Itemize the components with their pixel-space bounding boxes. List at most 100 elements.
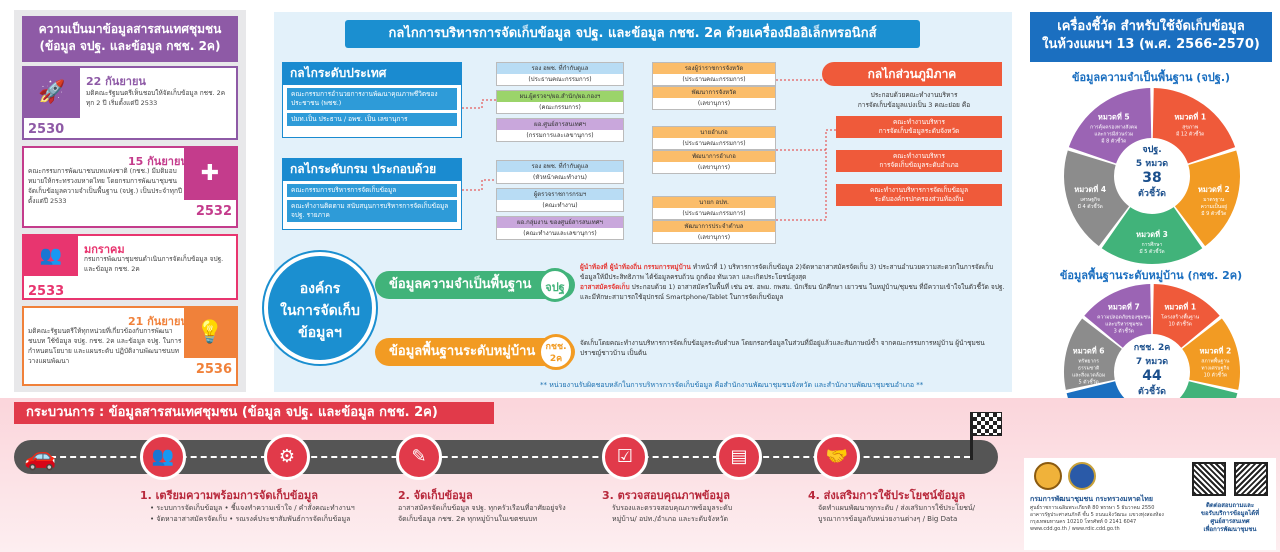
people-icon: 👥 bbox=[24, 236, 78, 276]
cdd-logo bbox=[1034, 462, 1062, 490]
donut-segment-text: สุขภาพ bbox=[1182, 124, 1198, 130]
jpt-center-count: 38 bbox=[1142, 170, 1162, 186]
donut-segment-text: การคุ้มครองทางสังคม bbox=[1090, 123, 1137, 130]
history-text: กรมการพัฒนาชุมชนดำเนินการจัดเก็บข้อมูล จ… bbox=[84, 255, 224, 273]
flag-pole bbox=[970, 412, 973, 460]
org-role: ผน.ผู้ตรวจฯ/ผอ.สำนัก/ผอ.กองฯ bbox=[497, 91, 623, 102]
donut-segment-text: และการมีส่วนร่วม bbox=[1094, 130, 1133, 137]
address-line: ศูนย์ราชการเฉลิมพระเกียรติ 80 พรรษา 5 ธั… bbox=[1030, 505, 1155, 511]
donut-center bbox=[1116, 336, 1188, 408]
donut-segment-label: หมวดที่ 7 bbox=[1108, 300, 1140, 311]
gcc-center-unit: ตัวชี้วัด bbox=[1138, 387, 1166, 397]
org-role-sub: (คณะทำงาน) bbox=[497, 200, 623, 211]
finish-flag-icon bbox=[972, 412, 1002, 436]
donut-segment bbox=[1182, 318, 1240, 390]
donut-segment-text: โครงสร้างพื้นฐาน bbox=[1161, 311, 1199, 320]
donut-segment-text: 10 ตัวชี้วัด bbox=[1168, 318, 1191, 327]
dept-item: คณะทำงานติดตาม สนับสนุนการบริหารการจัดเก… bbox=[287, 200, 457, 222]
step-2-title: 2. จัดเก็บข้อมูล bbox=[398, 489, 473, 502]
org-district: นายอำเภอ(ประธานคณะกรรมการ) พัฒนาการอำเภอ… bbox=[652, 126, 776, 174]
road-dash bbox=[40, 456, 970, 458]
donut-segment-text: การศึกษา bbox=[1142, 241, 1163, 248]
donut-segment-text: ความปลอดภัยของชุมชน bbox=[1097, 314, 1151, 320]
org-role-sub: (ประธานคณะกรรมการ) bbox=[653, 208, 775, 219]
history-date: 21 กันยายน bbox=[128, 315, 188, 328]
regional-intro: ประกอบด้วยคณะทำงานบริหาร การจัดเก็บข้อมู… bbox=[857, 91, 971, 109]
rocket-icon: 🚀 bbox=[24, 68, 80, 118]
org-role: พัฒนาการอำเภอ bbox=[653, 151, 775, 162]
regional-item: คณะทำงานบริหาร การจัดเก็บข้อมูลระดับจังห… bbox=[836, 116, 1002, 138]
donut-segment bbox=[1101, 207, 1203, 264]
jpt-desc-text: ประกอบด้วย 1) อาสาสมัครในพื้นที่ เช่น อช… bbox=[580, 283, 1005, 301]
history-title: ความเป็นมาข้อมูลสารสนเทศชุมชน (ข้อมูล จป… bbox=[22, 16, 238, 62]
donut-segment-label: หมวดที่ 1 bbox=[1174, 110, 1206, 121]
national-box: คณะกรรมการอำนวยการงานพัฒนาคุณภาพชีวิตของ… bbox=[282, 84, 462, 138]
history-year: 2536 bbox=[195, 362, 232, 377]
org-role-sub: (กรรมการและเลขานุการ) bbox=[497, 130, 623, 141]
history-text: มติคณะรัฐมนตรีเห็นชอบให้จัดเก็บข้อมูล กช… bbox=[86, 89, 226, 107]
handshake-icon: 🤝 bbox=[814, 434, 860, 480]
org-circle: องค์กร ในการจัดเก็บ ข้อมูลฯ bbox=[264, 252, 376, 364]
dept-item: คณะกรรมการบริหารการจัดเก็บข้อมูล bbox=[287, 184, 457, 197]
step-4-title: 4. ส่งเสริมการใช้ประโยชน์ข้อมูล bbox=[808, 489, 966, 502]
donut-segment-label: หมวดที่ 6 bbox=[1073, 345, 1105, 356]
history-date: 22 กันยายน bbox=[86, 75, 146, 88]
jpt-title: ข้อมูลความจำเป็นพื้นฐาน (จปฐ.) bbox=[1071, 71, 1231, 84]
donut-segment bbox=[1152, 88, 1236, 164]
donut-segment-label: หมวดที่ 3 bbox=[1136, 228, 1168, 239]
history-card-2: ✚ 2532 15 กันยายน คณะกรรมการพัฒนาชนบทแห่… bbox=[22, 146, 238, 228]
donut-segment-text: ความเป็นอยู่ bbox=[1201, 202, 1228, 210]
dept-box: คณะกรรมการบริหารการจัดเก็บข้อมูล คณะทำงา… bbox=[282, 180, 462, 230]
step-line: อาสาสมัครจัดเก็บข้อมูล จปฐ. ทุกครัวเรือน… bbox=[398, 504, 566, 512]
dept-head: กลไกระดับกรม ประกอบด้วย bbox=[282, 158, 462, 180]
jpt-center: จปฐ. 5 หมวด 38 ตัวชี้วัด bbox=[1122, 142, 1182, 200]
connector-lines bbox=[462, 79, 836, 221]
donut-segment-text: มี 8 ตัวชี้วัด bbox=[1101, 135, 1126, 144]
qr-code-2[interactable] bbox=[1234, 462, 1268, 496]
qr-code-1[interactable] bbox=[1192, 462, 1226, 496]
step-line: หมู่บ้าน/ อปท./อำเภอ และระดับจังหวัด bbox=[612, 515, 729, 523]
org-role-sub: (เลขานุการ) bbox=[653, 98, 775, 109]
national-head: กลไกระดับประเทศ bbox=[282, 62, 462, 84]
step-line: • จัดหาอาสาสมัครจัดเก็บ • รณรงค์ประชาสัม… bbox=[150, 515, 351, 523]
footer-address: ศูนย์ราชการเฉลิมพระเกียรติ 80 พรรษา 5 ธั… bbox=[1030, 505, 1180, 533]
org-role-sub: (เลขานุการ) bbox=[653, 232, 775, 243]
step-4-text: จัดทำแผนพัฒนาทุกระดับ / ส่งเสริมการใช้ปร… bbox=[818, 503, 1018, 525]
org-tambon: นายก อปท.(ประธานคณะกรรมการ) พัฒนาการประจ… bbox=[652, 196, 776, 244]
org-role-sub: (เลขานุการ) bbox=[653, 162, 775, 173]
org-role-sub: (ประธานคณะกรรมการ) bbox=[497, 74, 623, 85]
badge-gcc: กชช. 2ค bbox=[538, 334, 574, 370]
database-icon: ▤ bbox=[716, 434, 762, 480]
org-role-sub: (คณะทำงานและเลขานุการ) bbox=[497, 228, 623, 239]
history-text: มติคณะรัฐมนตรีให้ทุกหน่วยที่เกี่ยวข้องกั… bbox=[28, 327, 182, 365]
check-icon: ☑ bbox=[602, 434, 648, 480]
moi-logo bbox=[1068, 462, 1096, 490]
car-icon: 🚗 bbox=[24, 442, 57, 472]
org-role-sub: (คณะกรรมการ) bbox=[497, 102, 623, 113]
footer-follow: ติดต่อสอบถามและ ขอรับบริการข้อมูลได้ที่ … bbox=[1200, 502, 1260, 533]
bulb-icon: 💡 bbox=[184, 308, 236, 358]
donut-segment-text: มี 9 ตัวชี้วัด bbox=[1201, 208, 1226, 217]
org-role: ผอ.ศูนย์สารสนเทศฯ bbox=[497, 119, 623, 130]
jpt-desc-red: อาสาสมัครจัดเก็บ bbox=[580, 283, 630, 291]
org-top: รอง อพช. ที่กำกับดูแล(ประธานคณะกรรมการ) … bbox=[496, 62, 624, 142]
regional-item: คณะทำงานบริหาร การจัดเก็บข้อมูลระดับอำเภ… bbox=[836, 150, 1002, 172]
gcc-center-count: 44 bbox=[1142, 368, 1162, 384]
jpt-desc-text: ทำหน้าที่ 1) บริหารการจัดเก็บข้อมูล 2)จั… bbox=[580, 263, 994, 281]
org-role: รอง อพช. ที่กำกับดูแล bbox=[497, 63, 623, 74]
team-icon: 👥 bbox=[140, 434, 186, 480]
collect-icon: ✎ bbox=[396, 434, 442, 480]
org-role-sub: (ประธานคณะกรรมการ) bbox=[653, 138, 775, 149]
address-line: www.cdd.go.th / www.rdic.cdd.go.th bbox=[1030, 526, 1120, 532]
history-card-4: 💡 2536 21 กันยายน มติคณะรัฐมนตรีให้ทุกหน… bbox=[22, 306, 238, 386]
history-card-3: 👥 2533 มกราคม กรมการพัฒนาชุมชนดำเนินการจ… bbox=[22, 234, 238, 300]
org-role: ผอ.กลุ่มงาน ของศูนย์สารสนเทศฯ bbox=[497, 217, 623, 228]
donut-segment-text: ธรรมชาติ bbox=[1078, 365, 1099, 372]
address-line: กรุงเทพมหานคร 10210 โทรศัพท์ 0 2141 6047 bbox=[1030, 519, 1137, 525]
national-item: คณะกรรมการอำนวยการงานพัฒนาคุณภาพชีวิตของ… bbox=[287, 88, 457, 110]
org-role: นายก อปท. bbox=[653, 197, 775, 208]
org-role: นายอำเภอ bbox=[653, 127, 775, 138]
history-date: มกราคม bbox=[84, 243, 125, 256]
step-line: จัดเก็บข้อมูล กชช. 2ค ทุกหมู่บ้านในเขตชน… bbox=[398, 515, 538, 523]
donut-segment bbox=[1152, 284, 1220, 348]
